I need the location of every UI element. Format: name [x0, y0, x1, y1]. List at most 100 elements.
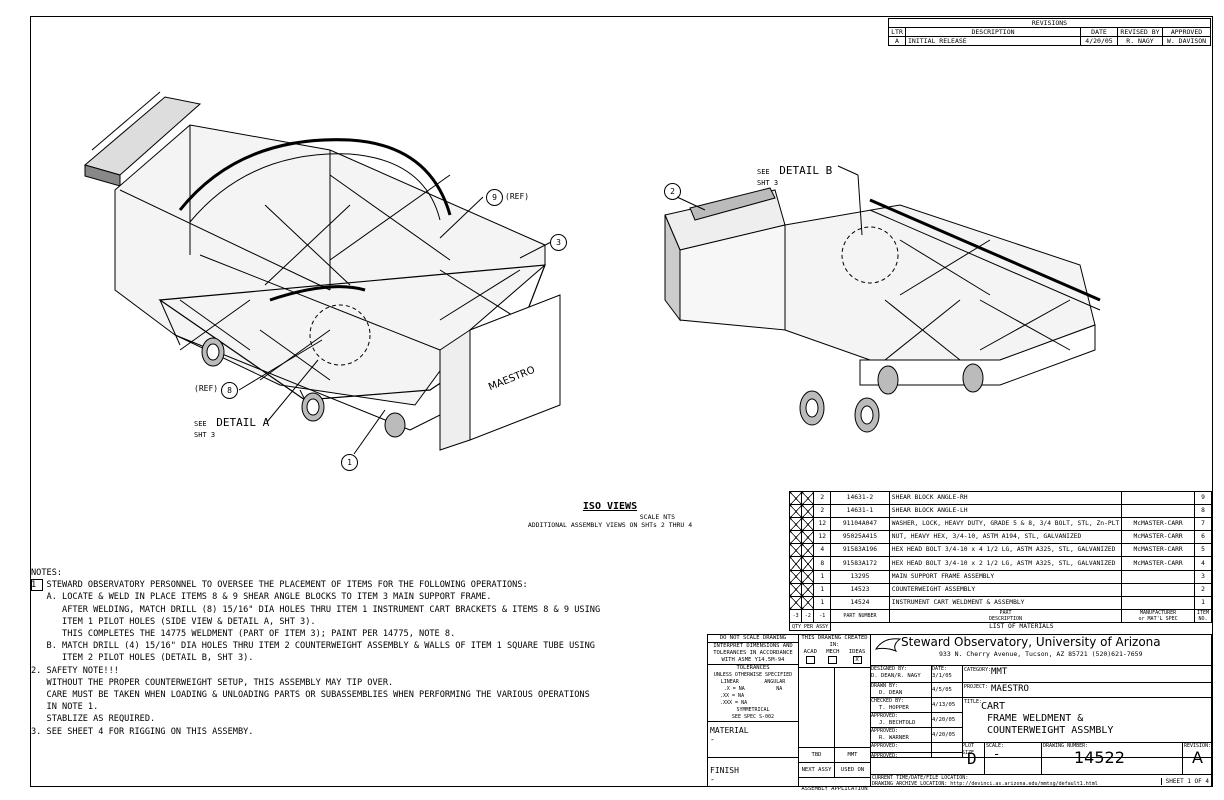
- tb-do-not-scale: DO NOT SCALE DRAWING: [708, 635, 798, 643]
- tb-approved1-cell: APPROVED:J. BECHTOLD: [871, 713, 931, 728]
- tb-title-cell: TITLE: CART FRAME WELDMENT & COUNTERWEIG…: [963, 698, 1211, 743]
- note-line: CARE MUST BE TAKEN WHEN LOADING & UNLOAD…: [31, 690, 590, 701]
- tb-scale-cell: SCALE:-: [985, 743, 1042, 775]
- tb-acad-label: ACAD: [803, 649, 817, 655]
- tb-assy-application: ASSEMBLY APPLICATION: [801, 786, 868, 792]
- tb-title-label: TITLE:: [964, 699, 983, 705]
- bom-hdr-description-2: DESCRIPTION: [988, 615, 1023, 622]
- bom-part-number: 14523: [830, 582, 890, 597]
- tb-sheet-number: SHEET 1 OF 4: [1160, 778, 1209, 785]
- tb-project-label: PROJECT:: [964, 684, 989, 690]
- bom-manufacturer: McMASTER-CARR: [1121, 543, 1195, 558]
- bom-crossed-cell: [801, 530, 815, 545]
- tb-title-1: CART: [981, 701, 1006, 712]
- tb-drawn-cell: DRAWN BY:D. DEAN: [871, 683, 931, 698]
- detail-b-callout: SEE DETAIL B SHT 3: [757, 165, 832, 187]
- bom-manufacturer: [1121, 595, 1195, 610]
- bom-part-number: 91104A047: [830, 517, 890, 532]
- tb-ideas-checkbox: X: [852, 656, 862, 664]
- rev-header-date: DATE: [1080, 27, 1118, 37]
- tb-drawing-number: 14522: [1074, 748, 1125, 767]
- bom-manufacturer: [1121, 490, 1195, 506]
- tb-org-name: Steward Observatory, University of Arizo…: [901, 635, 1161, 649]
- bom-crossed-cell: [788, 504, 803, 519]
- tb-drawn-by: D. DEAN: [879, 690, 903, 696]
- tb-drawing-number-cell: DRAWING NUMBER:14522: [1042, 743, 1183, 775]
- tb-footer: CURRENT TIME/DATE/FILE LOCATION: DRAWING…: [871, 774, 1211, 788]
- rev-date: 4/20/05: [1080, 36, 1118, 46]
- tb-dates-col: DATE:3/1/05 4/5/05 4/13/05 4/20/05 4/20/…: [932, 666, 963, 757]
- tb-approved1-label: APPROVED:: [871, 713, 899, 719]
- bom-description: HEX HEAD BOLT 3/4-10 x 4 1/2 LG, ASTM A3…: [888, 543, 1123, 558]
- iso-views-note: ADDITIONAL ASSEMBLY VIEWS ON SHTs 2 THRU…: [527, 521, 693, 529]
- bom-crossed-cell: [788, 530, 803, 545]
- bom-qty: 12: [813, 530, 832, 545]
- notes-lines: 1 STEWARD OBSERVATORY PERSONNEL TO OVERS…: [31, 579, 600, 738]
- tb-acad: ACAD: [804, 649, 817, 667]
- tb-approved1: J. BECHTOLD: [879, 720, 916, 726]
- tb-category-cell: CATEGORY:MMT: [963, 666, 1211, 683]
- bom-part-number: 14631-2: [830, 490, 890, 506]
- balloon-2: 2: [664, 183, 681, 200]
- bom-item-no: 6: [1193, 530, 1213, 545]
- iso-views-scale: SCALE NTS: [639, 513, 675, 521]
- note-line: AFTER WELDING, MATCH DRILL (8) 15/16" DI…: [31, 604, 601, 615]
- tb-drawn-label: DRAWN BY:: [871, 683, 899, 689]
- bom-part-number: 13295: [830, 569, 890, 584]
- tb-designed-cell: DESIGNED BY:D. DEAN/R. NAGY: [871, 666, 931, 683]
- tb-approved1-date: 4/20/05: [932, 713, 962, 728]
- bom-description: MAIN SUPPORT FRAME ASSEMBLY: [888, 569, 1123, 584]
- tb-tol-xxx: .XXX = NA: [720, 700, 748, 706]
- tb-unless: UNLESS OTHERWISE SPECIFIED: [713, 672, 793, 678]
- bom-manufacturer: McMASTER-CARR: [1121, 530, 1195, 545]
- bom-qty: 1: [813, 582, 832, 597]
- rev-approved: W. DAVISON: [1162, 36, 1211, 46]
- bom-description: SHEAR BLOCK ANGLE-RH: [888, 490, 1123, 506]
- tb-interpret-2: TOLERANCES IN ACCORDANCE: [713, 650, 793, 656]
- tb-ideas-label: IDEAS: [848, 649, 866, 655]
- tb-title-lines: CART FRAME WELDMENT & COUNTERWEIGHT ASSM…: [981, 701, 1113, 737]
- bom-crossed-cell: [788, 569, 803, 584]
- drawing-sheet-border: [30, 16, 1213, 787]
- bom-item-no: 3: [1193, 569, 1213, 584]
- tb-drawing-number-label: DRAWING NUMBER:: [1043, 743, 1089, 749]
- bom-crossed-cell: [788, 543, 803, 558]
- tb-mech: MECH: [826, 649, 839, 667]
- tb-tbd: TBD: [799, 748, 835, 762]
- bom-hdr-dash3: -3: [788, 608, 803, 623]
- bom-item-no: 4: [1193, 556, 1213, 571]
- note-line: ITEM 2 PILOT HOLES (DETAIL B, SHT 3).: [31, 653, 254, 664]
- balloon-8: 8: [221, 382, 238, 399]
- tb-revision-label: REVISION:: [1184, 743, 1212, 749]
- tb-finish-label: FINISH: [710, 766, 739, 775]
- bom-qty: 12: [813, 517, 832, 532]
- bom-item-no: 8: [1193, 504, 1213, 519]
- tb-plot-size-label: PLOT SIZE: [962, 743, 975, 756]
- notes-section: NOTES: 1 STEWARD OBSERVATORY PERSONNEL T…: [31, 567, 600, 738]
- note-line: A. LOCATE & WELD IN PLACE ITEMS 8 & 9 SH…: [31, 592, 492, 603]
- note-line: 1 STEWARD OBSERVATORY PERSONNEL TO OVERS…: [31, 580, 528, 591]
- tb-blank-date-1: [932, 743, 962, 753]
- tb-left-column: DO NOT SCALE DRAWING INTERPRET DIMENSION…: [707, 634, 799, 787]
- bom-crossed-cell: [801, 543, 815, 558]
- bom-description: NUT, HEAVY HEX, 3/4-10, ASTM A194, STL, …: [888, 530, 1123, 545]
- bom-item-no: 2: [1193, 582, 1213, 597]
- bom-part-number: 91583A172: [830, 556, 890, 571]
- balloon-3: 3: [550, 234, 567, 251]
- tb-created-column: THIS DRAWING CREATED IN: ACAD MECH IDEAS…: [799, 634, 871, 792]
- tb-project-cell: PROJECT:MAESTRO: [963, 683, 1211, 698]
- tb-archive-location: DRAWING ARCHIVE LOCATION: http://devinci…: [872, 781, 1098, 787]
- tb-designed-label: DESIGNED BY:: [871, 666, 908, 672]
- bom-manufacturer: McMASTER-CARR: [1121, 517, 1195, 532]
- bom-item-no: 9: [1193, 490, 1213, 506]
